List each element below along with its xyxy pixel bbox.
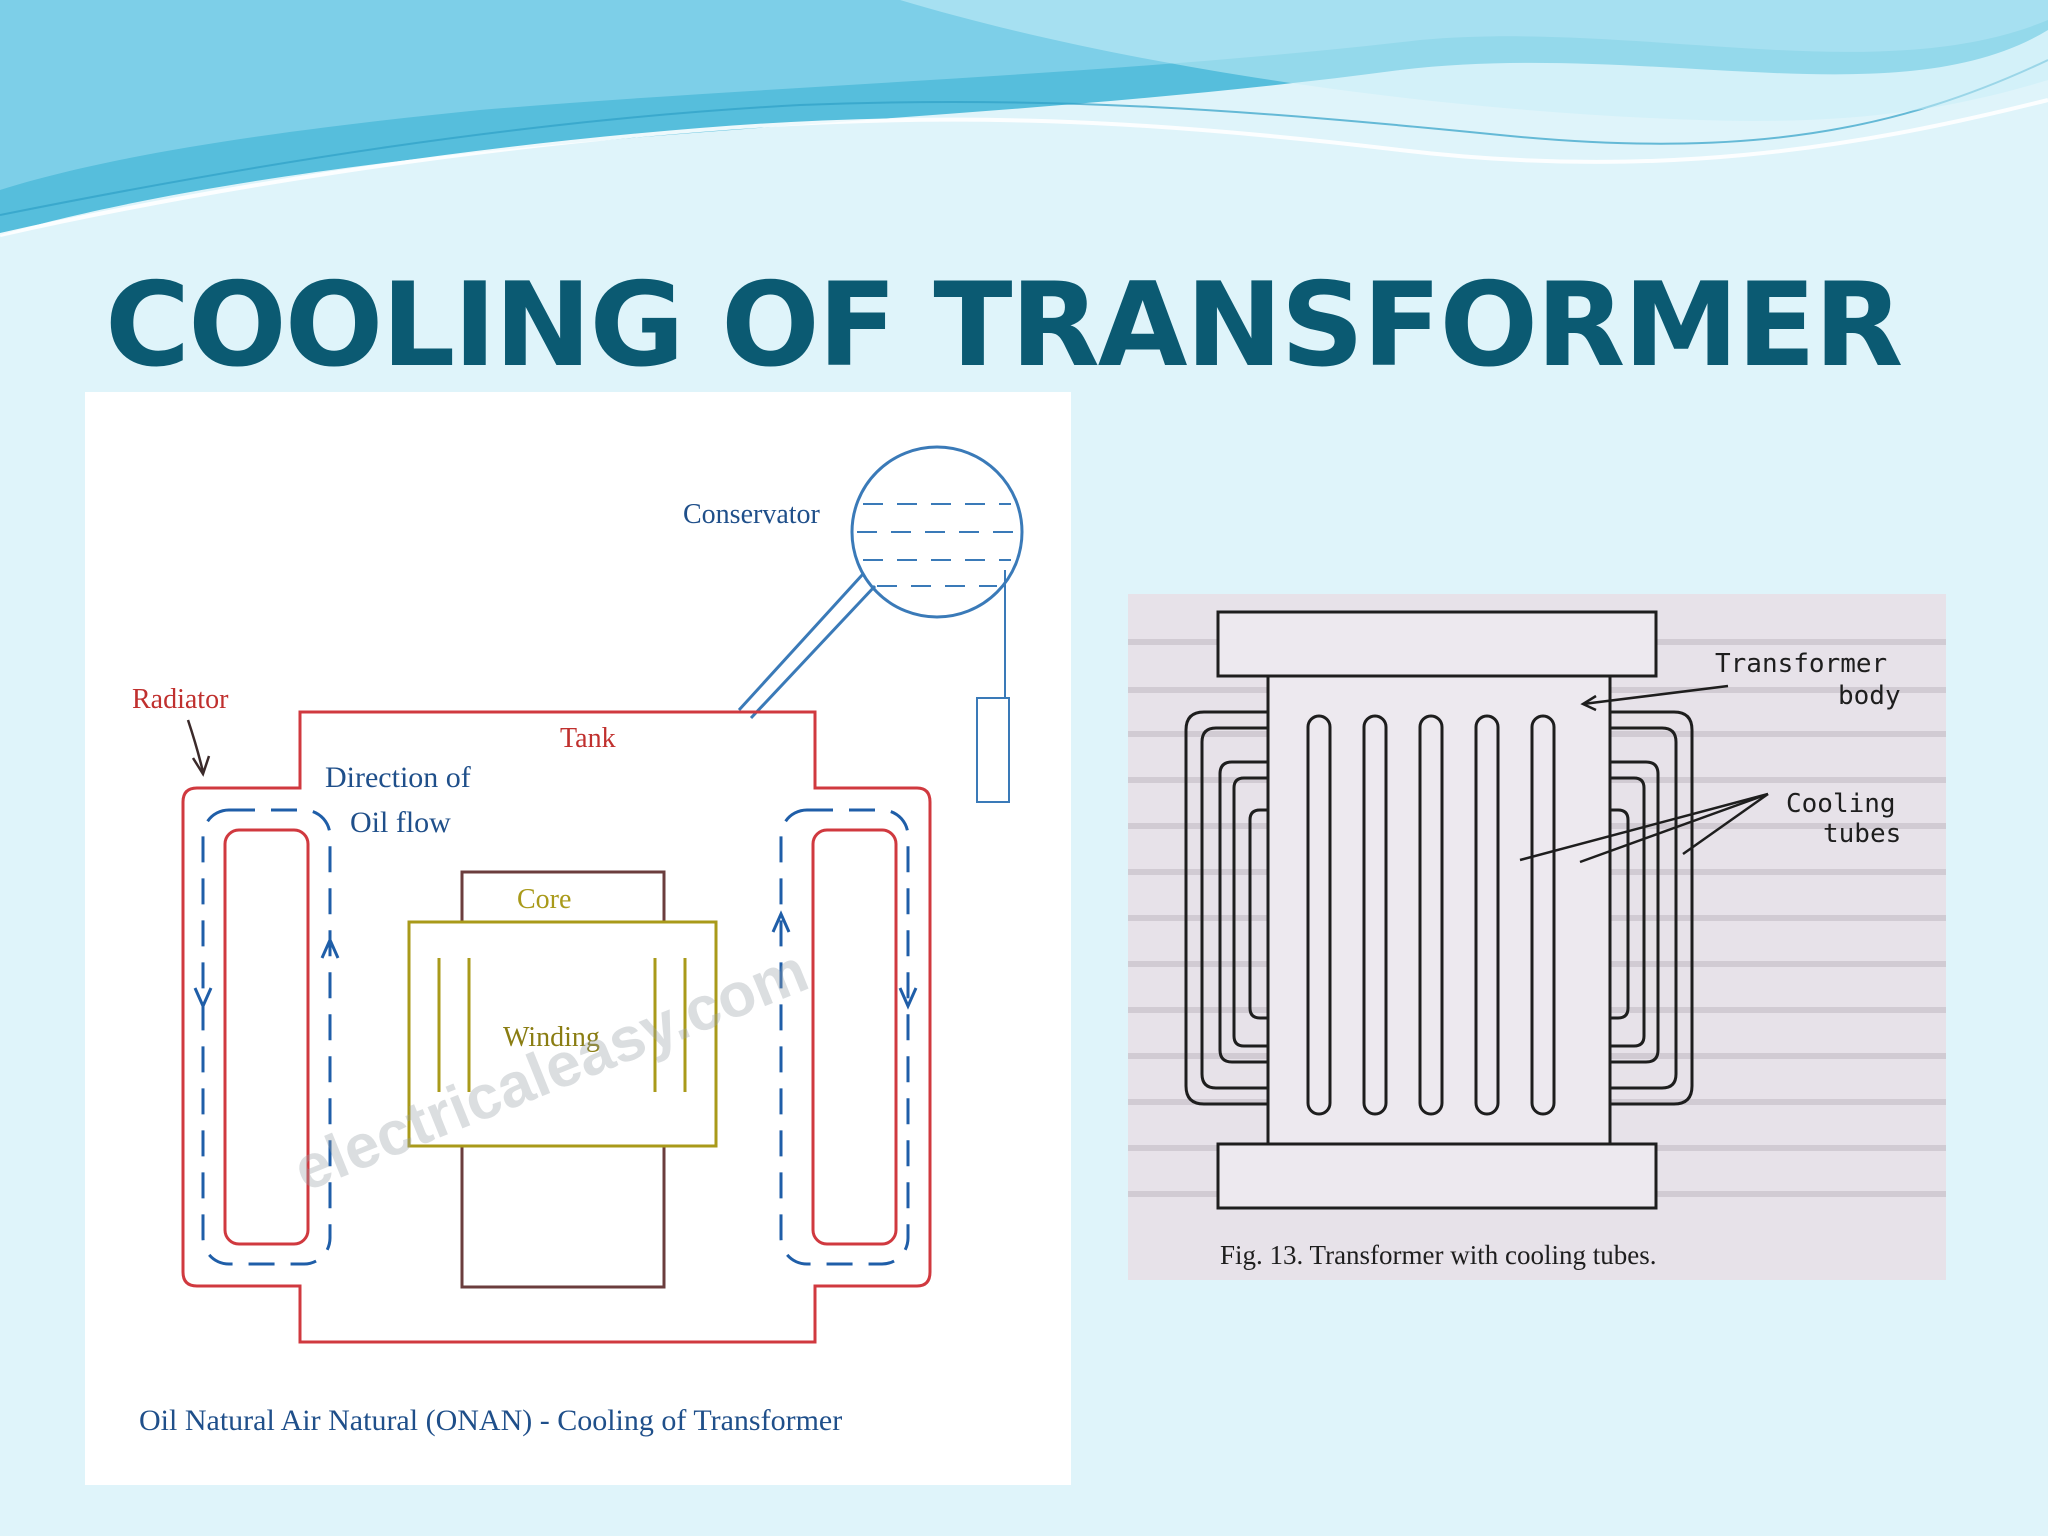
direction-label-line2: Oil flow <box>350 806 451 839</box>
conservator-label: Conservator <box>683 499 821 530</box>
internal-cooling-tubes <box>1306 714 1556 1116</box>
winding-label: Winding <box>503 1022 600 1053</box>
tank-label: Tank <box>560 723 616 754</box>
bottom-cap <box>1216 1142 1658 1210</box>
onan-caption: Oil Natural Air Natural (ONAN) - Cooling… <box>139 1404 842 1437</box>
transformer-body-label-line2: body <box>1838 681 1901 711</box>
radiator-pointer-arrow-icon <box>186 719 211 777</box>
cooling-tubes-figure: Transformer body Cooling tubes Fig. 13. … <box>1128 594 1946 1280</box>
arrow-up-icon <box>320 936 340 959</box>
cooling-tubes-caption: Fig. 13. Transformer with cooling tubes. <box>1220 1240 1657 1270</box>
oil-flow-left <box>201 808 332 1266</box>
slide-title: COOLING OF TRANSFORMER <box>105 258 1903 393</box>
radiator-right <box>811 828 898 1246</box>
side-tubes-left <box>1184 710 1268 1106</box>
cooling-tubes-label-line2: tubes <box>1823 819 1901 849</box>
transformer-body-label-line1: Transformer <box>1715 649 1887 679</box>
arrow-up-icon <box>771 910 791 933</box>
top-cap <box>1216 610 1658 678</box>
arrow-down-icon <box>898 987 918 1010</box>
radiator-left <box>223 828 310 1246</box>
onan-cooling-diagram: Conservator Radiator Tank Direction of O… <box>85 392 1071 1485</box>
oil-flow-right <box>779 808 910 1266</box>
tank-outline <box>181 710 932 1344</box>
arrow-down-icon <box>193 987 213 1010</box>
winding <box>407 920 718 1148</box>
side-tubes-right <box>1610 710 1694 1106</box>
radiator-label: Radiator <box>132 684 229 715</box>
cooling-tubes-label-line1: Cooling <box>1786 789 1896 819</box>
leader-lines <box>1519 684 1769 864</box>
core-label: Core <box>517 884 571 915</box>
direction-label-line1: Direction of <box>325 761 471 794</box>
conservator <box>737 445 1024 803</box>
